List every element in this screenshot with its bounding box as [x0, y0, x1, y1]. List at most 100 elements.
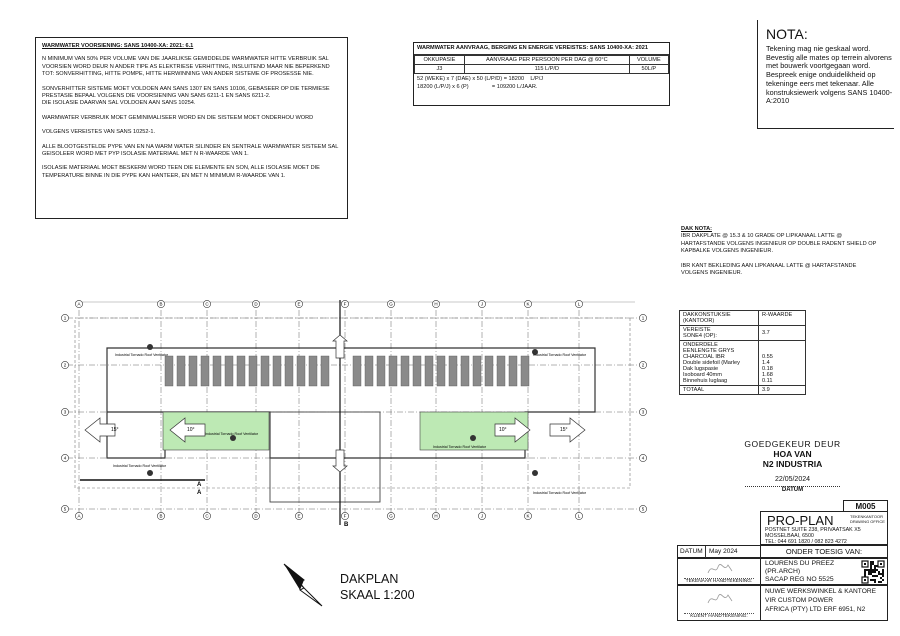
svg-text:L: L: [578, 514, 581, 519]
plan-scale: SKAAL 1:200: [340, 588, 415, 602]
warmwater-note-panel: WARMWATER VOORSIENING: SANS 10400-XA: 20…: [35, 37, 348, 219]
demand-cell-demand: 115 L/P/D: [463, 64, 630, 75]
svg-text:K: K: [526, 302, 529, 307]
r-value-header-value: R-WAARDE: [758, 310, 806, 326]
project-description-2: VIR CUSTOM POWER: [765, 597, 834, 604]
pitch-label-1: 15°: [111, 427, 119, 433]
svg-text:F: F: [344, 514, 347, 519]
supervision-box: ONDER TOESIG VAN:: [760, 545, 888, 558]
project-description-1: NUWE WERKSWINKEL & KANTORE: [765, 588, 877, 595]
grid-bubble-2-right: 2: [639, 361, 647, 369]
grid-bubble-D-bottom: D: [252, 512, 260, 520]
grid-bubble-C-top: C: [203, 300, 211, 308]
grid-bubble-J-top: J: [478, 300, 486, 308]
architect-registration: SACAP REG NO 5525: [765, 576, 834, 583]
grid-bubble-G-bottom: G: [387, 512, 395, 520]
supervision-label: ONDER TOESIG VAN:: [785, 547, 863, 556]
svg-text:J: J: [481, 514, 483, 519]
roof-note-line-2: IBR KANT BEKLEDING AAN LIPKANAAL LATTE @…: [681, 262, 857, 277]
datum-value: May 2024: [709, 548, 738, 555]
r-value-table: DAKKONSTUKSIE (KANTOOR) R-WAARDE VEREIST…: [679, 310, 806, 395]
svg-text:C: C: [205, 514, 209, 519]
grid-bubble-2-left: 2: [61, 361, 69, 369]
client-signature-label: KLIENT HANDTEKENING:: [684, 613, 754, 619]
ventilator-label-1: Industrial Tornado Roof Ventilator: [115, 353, 169, 357]
warmwater-paragraph-5: ALLE BLOOTGESTELDE PYPE VAN EN NA WARM W…: [42, 143, 339, 158]
datum-divider: [705, 546, 706, 558]
roof-note-title: DAK NOTA:: [681, 226, 712, 232]
architect-name: LOURENS DU PREEZ: [765, 560, 835, 567]
roof-sheet-strip-22: [436, 355, 446, 387]
approval-block: GOEDGEKEUR DEUR HOA VAN N2 INDUSTRIA 22/…: [735, 439, 850, 493]
roof-note-line-1: IBR DAKPLATE @ 15.3 & 10 GRADE OP LIPKAN…: [681, 233, 877, 255]
north-arrow-icon: [283, 563, 323, 607]
svg-text:5: 5: [642, 507, 645, 512]
pitch-label-3: 10°: [499, 427, 507, 433]
r-value-header-construction: DAKKONSTUKSIE (KANTOOR): [679, 310, 759, 326]
grid-bubble-K-bottom: K: [524, 512, 532, 520]
svg-text:3: 3: [64, 410, 67, 415]
firm-telephone: TEL: 044 691 1820 / 082 823 4272: [765, 539, 847, 545]
svg-text:1: 1: [642, 316, 645, 321]
grid-bubble-E-bottom: E: [295, 512, 303, 520]
warmwater-paragraph-3: WARMWATER VERBRUIK MOET GEMINIMALISEER W…: [42, 114, 314, 121]
grid-bubble-3-left: 3: [61, 408, 69, 416]
pitch-arrow-5: [332, 449, 348, 473]
roof-sheet-strip-23: [448, 355, 458, 387]
demand-table: OKKUPASIE AANVRAAG PER PERSOON PER DAG @…: [414, 55, 670, 75]
svg-text:3: 3: [642, 410, 645, 415]
roof-note: DAK NOTA: IBR DAKPLATE @ 15.3 & 10 GRADE…: [681, 226, 881, 277]
grid-bubble-K-top: K: [524, 300, 532, 308]
ventilator-label-3: Industrial Tornado Roof Ventilator: [205, 432, 259, 436]
ventilator-3: Industrial Tornado Roof Ventilator: [205, 432, 259, 441]
svg-text:K: K: [526, 514, 529, 519]
svg-text:4: 4: [642, 456, 645, 461]
grid-bubble-B-bottom: B: [157, 512, 165, 520]
roof-sheet-strip-17: [376, 355, 386, 387]
project-description-box: NUWE WERKSWINKEL & KANTORE VIR CUSTOM PO…: [760, 585, 888, 621]
roof-sheet-strip-26: [484, 355, 494, 387]
svg-text:G: G: [389, 302, 393, 307]
section-marker-b-bottom: B: [344, 522, 349, 528]
r-value-total-value: 3.9: [758, 385, 806, 395]
grid-bubble-H-bottom: H: [432, 512, 440, 520]
roof-sheet-strip-27: [496, 355, 506, 387]
roof-sheet-strip-21: [424, 355, 434, 387]
svg-text:B: B: [159, 514, 162, 519]
ventilator-2: Industrial Tornado Roof Ventilator: [532, 349, 587, 357]
drafter-signature-label: TEKENAAR HANDTEKENING:: [684, 578, 754, 584]
section-marker-a-bottom: A: [197, 490, 202, 496]
svg-text:A: A: [77, 302, 80, 307]
nota-body: Tekening mag nie geskaal word. Bevestig …: [766, 44, 893, 106]
plan-title: DAKPLAN: [340, 572, 399, 586]
ventilator-label-6: Industrial Tornado Roof Ventilator: [533, 491, 587, 495]
roof-sheet-strip-4: [200, 355, 210, 387]
grid-bubble-A-bottom: A: [75, 512, 83, 520]
demand-cell-occupancy: J3: [414, 64, 465, 75]
roof-sheet-strip-25: [472, 355, 482, 387]
svg-text:E: E: [297, 302, 300, 307]
roof-zone-west: [162, 411, 270, 451]
ventilator-4: Industrial Tornado Roof Ventilator: [433, 435, 487, 449]
roof-sheet-strip-1: [164, 355, 174, 387]
svg-text:D: D: [254, 514, 258, 519]
section-marker-a-top: A: [197, 482, 202, 488]
warmwater-paragraph-4: VOLGENS VEREISTES VAN SANS 10252-1.: [42, 129, 156, 136]
svg-text:2: 2: [64, 363, 67, 368]
demand-header-volume: VOLUME: [628, 55, 670, 66]
svg-text:F: F: [344, 302, 347, 307]
svg-text:J: J: [481, 302, 483, 307]
building-outer-wall: [74, 317, 631, 489]
demand-table-panel: WARMWATER AANVRAAG, BERGING EN ENERGIE V…: [413, 42, 670, 106]
demand-header-occupancy: OKKUPASIE: [414, 55, 465, 66]
datum-label: DATUM: [680, 548, 703, 555]
firm-name: PRO-PLAN: [767, 513, 834, 528]
grid-bubble-L-bottom: L: [575, 512, 583, 520]
grid-bubble-D-top: D: [252, 300, 260, 308]
roof-sheet-strip-8: [248, 355, 258, 387]
grid-bubble-4-left: 4: [61, 454, 69, 462]
grid-bubble-E-top: E: [295, 300, 303, 308]
approval-line-3: N2 INDUSTRIA: [762, 459, 823, 469]
nota-title: NOTA:: [766, 26, 808, 42]
pitch-arrow-3: [494, 417, 531, 443]
